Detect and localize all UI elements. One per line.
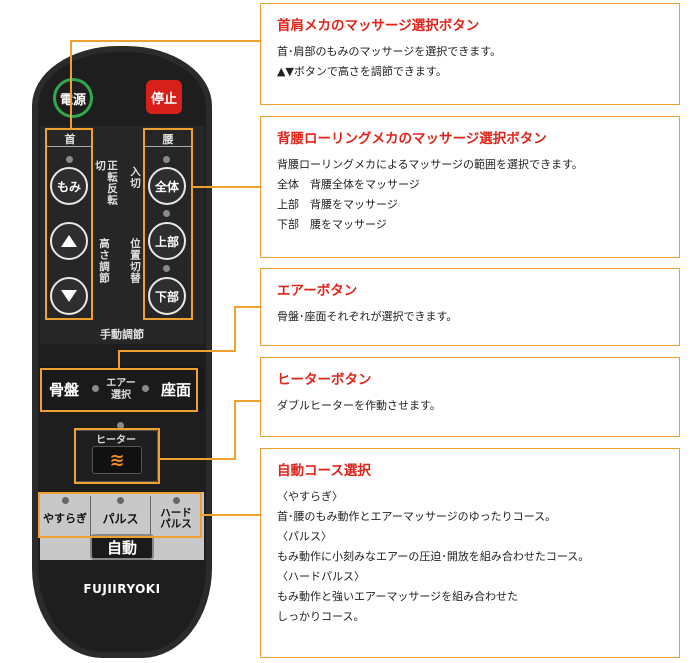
auto-label: 自動 xyxy=(106,538,137,557)
pelvis-label: 骨盤 xyxy=(48,380,79,399)
hard-pulse-button[interactable]: ハードパルス xyxy=(153,504,199,534)
neck-divider xyxy=(45,146,93,147)
upper-led xyxy=(163,210,170,217)
connector-3-b xyxy=(118,350,234,352)
lower-led xyxy=(163,265,170,272)
seat-button[interactable]: 座面 xyxy=(154,372,198,406)
pelvis-led xyxy=(92,385,99,392)
air-select-label: エアー選択 xyxy=(106,378,136,401)
connector-1-horizontal xyxy=(70,40,260,42)
course-highlight-frame xyxy=(38,492,202,538)
whole-label: 全体 xyxy=(154,179,179,194)
connector-1-vertical xyxy=(70,40,72,128)
callout-heater: ヒーターボタン ダブルヒーターを作動させます。 xyxy=(260,357,680,437)
height-down-button[interactable] xyxy=(50,277,88,315)
yasuragi-led xyxy=(62,497,69,504)
heater-button[interactable]: ≋ xyxy=(92,446,142,474)
hard-pulse-label: ハードパルス xyxy=(160,507,192,530)
pulse-led xyxy=(117,497,124,504)
callout-auto-course-body: 〈やすらぎ〉 首･腰のもみ動作とエアーマッサージのゆったりコース。 〈パルス〉 … xyxy=(277,490,590,623)
power-button[interactable]: 電源 xyxy=(53,78,93,118)
callout-auto-course: 自動コース選択 〈やすらぎ〉 首･腰のもみ動作とエアーマッサージのゆったりコース… xyxy=(260,448,680,658)
course-divider-1 xyxy=(90,496,91,536)
lower-button[interactable]: 下部 xyxy=(148,277,186,315)
pulse-button[interactable]: パルス xyxy=(91,504,150,532)
callout-auto-course-title: 自動コース選択 xyxy=(277,463,371,479)
height-label: 高さ調節 xyxy=(98,238,110,284)
callout-air: エアーボタン 骨盤･座面それぞれが選択できます。 xyxy=(260,268,680,346)
position-label: 位置切替 xyxy=(129,238,141,284)
triangle-down-icon xyxy=(61,290,77,302)
air-highlight-frame xyxy=(40,368,198,412)
momi-button[interactable]: もみ xyxy=(50,167,88,205)
connector-4-c xyxy=(234,400,260,402)
callout-neck: 首肩メカのマッサージ選択ボタン 首･肩部のもみのマッサージを選択できます。 ▲▼… xyxy=(260,3,680,105)
whole-led xyxy=(163,156,170,163)
upper-button[interactable]: 上部 xyxy=(148,222,186,260)
callout-waist: 背腰ローリングメカのマッサージ選択ボタン 背腰ローリングメカによるマッサージの範… xyxy=(260,116,680,258)
seat-led xyxy=(142,385,149,392)
connector-4-a xyxy=(160,458,234,460)
yasuragi-button[interactable]: やすらぎ xyxy=(40,504,90,532)
triangle-up-icon xyxy=(61,235,77,247)
lower-label: 下部 xyxy=(154,289,179,304)
connector-3-a xyxy=(118,350,120,368)
yasuragi-label: やすらぎ xyxy=(43,512,87,525)
auto-button[interactable]: 自動 xyxy=(90,534,154,560)
brand-logo: FUJIIRYOKI xyxy=(83,582,161,596)
connector-2-horizontal xyxy=(193,186,260,188)
remote-control: 電源 停止 首 腰 もみ 正転反転切 高さ調節 入切 位置切替 全体 上部 下部… xyxy=(0,0,250,663)
callout-waist-title: 背腰ローリングメカのマッサージ選択ボタン xyxy=(277,131,547,147)
stop-label: 停止 xyxy=(150,91,177,107)
course-divider-2 xyxy=(150,496,151,536)
pulse-label: パルス xyxy=(102,511,139,526)
air-row xyxy=(40,366,204,412)
pelvis-button[interactable]: 骨盤 xyxy=(42,372,86,406)
callout-air-title: エアーボタン xyxy=(277,283,358,299)
connector-3-d xyxy=(234,306,260,308)
neck-highlight-frame xyxy=(45,128,93,320)
seat-label: 座面 xyxy=(160,380,191,399)
entry-label: 入切 xyxy=(129,166,141,189)
callout-air-body: 骨盤･座面それぞれが選択できます。 xyxy=(277,310,458,323)
callout-neck-title: 首肩メカのマッサージ選択ボタン xyxy=(277,18,480,34)
connector-5 xyxy=(202,514,260,516)
connector-4-b xyxy=(234,400,236,460)
momi-led xyxy=(66,156,73,163)
callout-waist-body: 背腰ローリングメカによるマッサージの範囲を選択できます。 全体 背腰全体をマッサ… xyxy=(277,158,583,231)
stop-button[interactable]: 停止 xyxy=(146,80,182,114)
waist-divider xyxy=(143,146,191,147)
callout-heater-title: ヒーターボタン xyxy=(277,372,372,388)
callout-neck-body: 首･肩部のもみのマッサージを選択できます。 ▲▼ボタンで高さを調節できます。 xyxy=(277,45,502,78)
connector-3-c xyxy=(234,306,236,352)
whole-button[interactable]: 全体 xyxy=(148,167,186,205)
neck-label: 首 xyxy=(64,133,76,146)
height-up-button[interactable] xyxy=(50,222,88,260)
heater-icon: ≋ xyxy=(109,449,125,471)
heater-highlight-frame xyxy=(74,428,160,484)
rotation-label: 正転反転切 xyxy=(94,160,118,206)
waist-highlight-frame xyxy=(143,128,193,320)
upper-label: 上部 xyxy=(154,234,179,249)
waist-label: 腰 xyxy=(162,133,174,146)
heater-led xyxy=(117,422,124,429)
heater-label: ヒーター xyxy=(96,435,136,446)
power-label: 電源 xyxy=(59,92,86,108)
hard-pulse-led xyxy=(173,497,180,504)
manual-label: 手動調節 xyxy=(100,328,144,341)
momi-label: もみ xyxy=(56,179,81,194)
callout-heater-body: ダブルヒーターを作動させます。 xyxy=(277,399,441,412)
